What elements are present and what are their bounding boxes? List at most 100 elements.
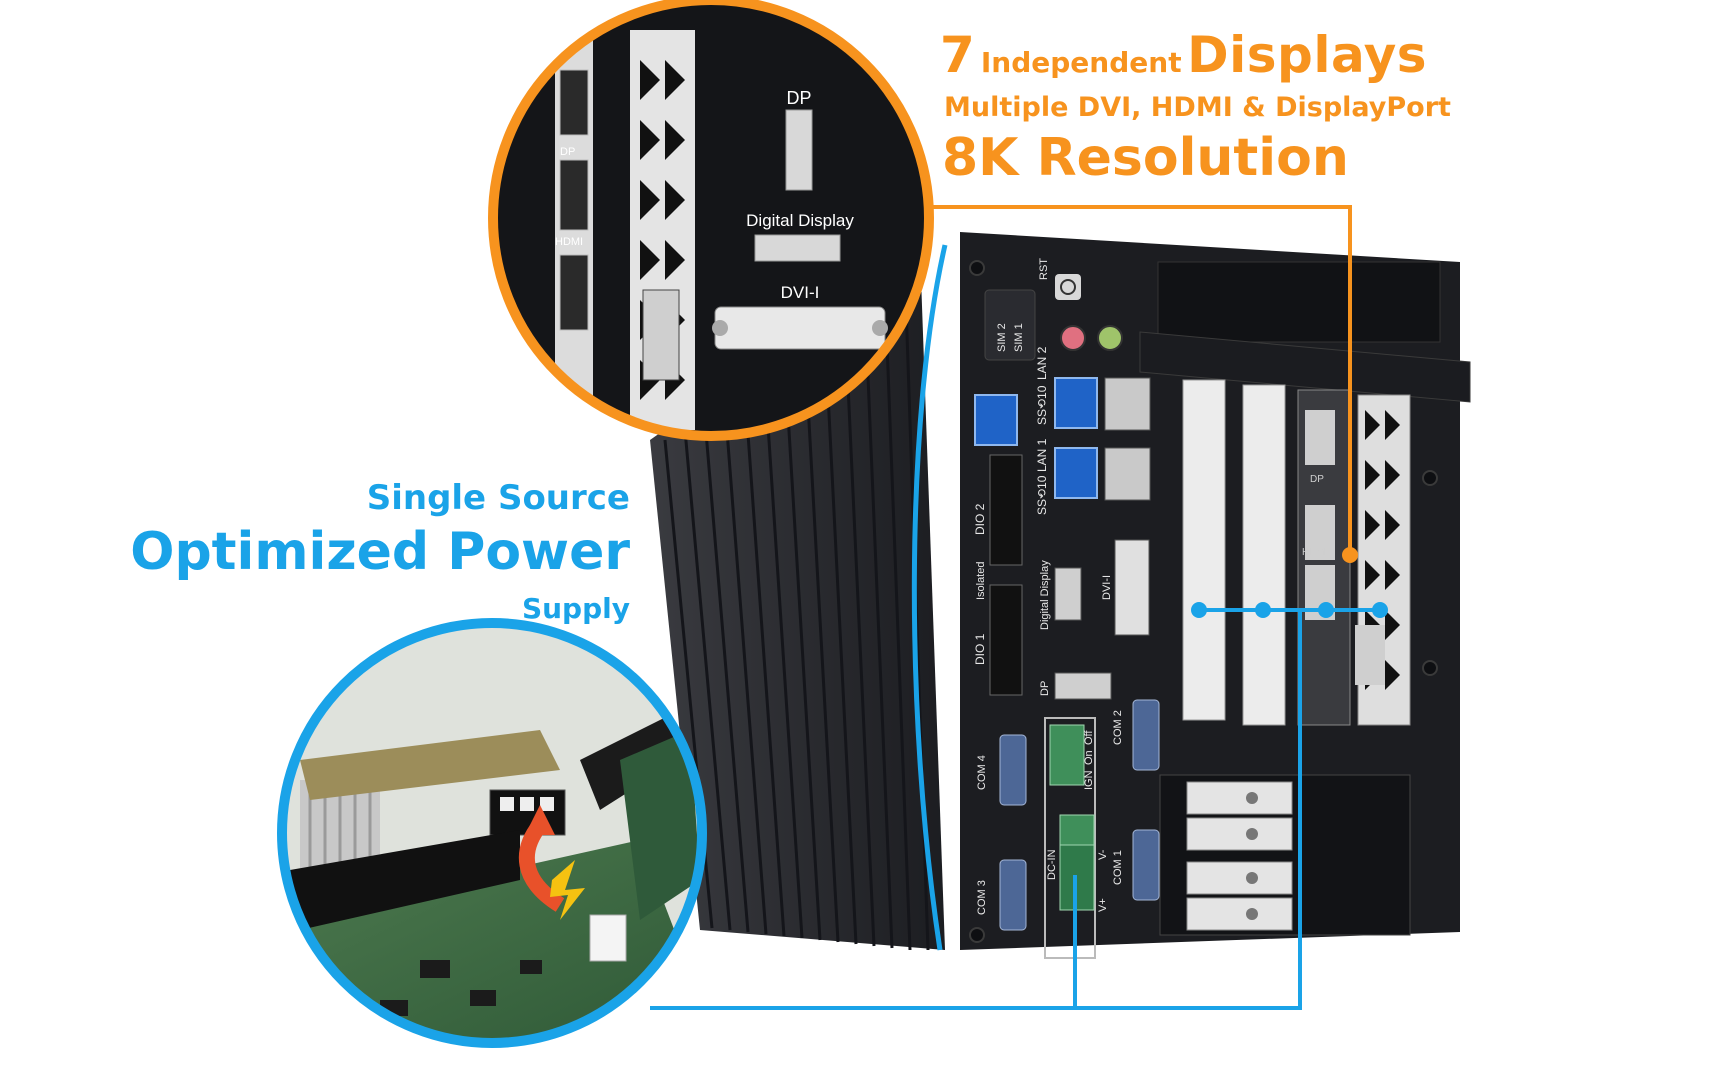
sim-tray bbox=[984, 289, 1036, 361]
zoom-dvi-screw bbox=[872, 320, 888, 336]
dp-port bbox=[1054, 672, 1112, 700]
dio-area: DIO 2 DIO 1 Isolated bbox=[973, 454, 1023, 696]
label-digital-display: Digital Display bbox=[1039, 560, 1051, 630]
usb-port bbox=[1054, 377, 1098, 429]
dc-in-terminal-top bbox=[1059, 814, 1095, 846]
label-card-dp: DP bbox=[1310, 474, 1324, 485]
lan-port-1 bbox=[1104, 447, 1151, 501]
label-dc-in: DC-IN bbox=[1046, 849, 1058, 880]
label-com2: COM 2 bbox=[1112, 710, 1124, 745]
dio-2-connector bbox=[989, 454, 1023, 566]
label-dp: DP bbox=[1039, 681, 1051, 696]
ign-terminal-block bbox=[1049, 724, 1085, 786]
zoom-lightning-icon bbox=[550, 860, 585, 920]
zoom-power-arrow-head bbox=[525, 805, 555, 835]
label-dio1: DIO 1 bbox=[973, 633, 987, 665]
zoom-dp-label: DP bbox=[786, 88, 811, 108]
label-sim2: SIM 2 bbox=[996, 323, 1008, 352]
orange-zoom-ring bbox=[488, 0, 934, 441]
zoom-riser-card bbox=[620, 730, 700, 920]
card-retention-bracket bbox=[1139, 331, 1471, 403]
label-isolated: Isolated bbox=[975, 561, 987, 600]
label-card-hdmi: HDMI bbox=[1302, 547, 1328, 558]
lan-port-2 bbox=[1104, 377, 1151, 431]
com-4-port bbox=[999, 734, 1027, 806]
digital-display-port bbox=[1054, 567, 1082, 621]
zoom-motherboard bbox=[282, 840, 702, 1043]
drive-bay-area bbox=[1159, 774, 1411, 936]
drive-tray bbox=[1186, 781, 1293, 815]
zoom-card-dp-label: DP bbox=[560, 146, 575, 158]
label-com3: COM 3 bbox=[976, 880, 988, 915]
gpu-hdmi-port bbox=[1305, 505, 1335, 560]
zoom-digital-display-port bbox=[754, 234, 841, 262]
zoom-dvi-port bbox=[714, 306, 886, 350]
blue-zoom-ring bbox=[277, 618, 707, 1048]
power-terminal-frame bbox=[1044, 717, 1096, 959]
headline-count: 7 bbox=[940, 26, 976, 84]
dio-1-connector bbox=[989, 584, 1023, 696]
dvi-port bbox=[1114, 539, 1150, 636]
orange-callout-dot bbox=[1342, 547, 1358, 563]
gpu-dp-port bbox=[1355, 625, 1385, 685]
label-com1: COM 1 bbox=[1112, 850, 1124, 885]
power-zoom-callout bbox=[277, 618, 707, 1048]
zoom-power-connector bbox=[489, 789, 566, 836]
label-rst: RST bbox=[1038, 258, 1050, 280]
onboard-video-area: Digital Display DVI-I DP bbox=[1039, 539, 1150, 700]
top-io-area: RST SIM 2 SIM 1 bbox=[984, 258, 1123, 361]
zoom-upper-pcb bbox=[300, 730, 560, 800]
zoom-hdmi-port bbox=[559, 159, 589, 231]
slot-cover bbox=[1242, 384, 1286, 726]
drive-tray-locks bbox=[1246, 792, 1258, 920]
headline-displays-word: Displays bbox=[1187, 26, 1428, 84]
com-1-port bbox=[1132, 829, 1160, 901]
label-com4: COM 4 bbox=[976, 755, 988, 790]
display-zoom-callout: DP HDMI DP Digital Display DVI-I bbox=[488, 0, 934, 441]
power-input-area: IGN On Off DC-IN V- V+ bbox=[1044, 717, 1109, 959]
zoom-white-connector bbox=[589, 914, 627, 962]
com-2-port bbox=[1132, 699, 1160, 771]
label-dvi: DVI-I bbox=[1101, 575, 1113, 600]
slot-cover bbox=[1182, 379, 1226, 721]
usb-lan-area: SS⟲10 SS⟲10 LAN 2 LAN 1 bbox=[974, 346, 1151, 515]
gpu-dp-port bbox=[1305, 410, 1335, 465]
drive-tray bbox=[1186, 861, 1293, 895]
zoom-card-hdmi-label: HDMI bbox=[555, 236, 583, 248]
power-icon bbox=[1060, 279, 1076, 295]
power-button bbox=[1055, 274, 1081, 300]
zoom-dvi-label: DVI-I bbox=[781, 283, 820, 302]
zoom-dp-port bbox=[559, 69, 589, 136]
top-bay-cover bbox=[1157, 261, 1441, 343]
headline-resolution: 8K Resolution bbox=[942, 128, 1349, 188]
com-3-port bbox=[999, 859, 1027, 931]
blue-accent-stripe bbox=[911, 244, 948, 951]
label-ss10: SS⟲10 bbox=[1035, 385, 1049, 425]
zoom-dp-port bbox=[642, 289, 680, 381]
com-area: COM 4 COM 3 COM 2 COM 1 bbox=[976, 699, 1160, 931]
label-lan2: LAN 2 bbox=[1035, 346, 1049, 380]
zoom-black-tray bbox=[290, 830, 520, 930]
label-off: Off bbox=[1083, 730, 1095, 745]
panel-screws bbox=[969, 260, 1438, 943]
power-heading-line3: Supply bbox=[521, 592, 630, 625]
audio-mic-jack bbox=[1060, 325, 1086, 351]
orange-callout-line bbox=[930, 205, 1352, 555]
zoom-digital-display-label: Digital Display bbox=[746, 211, 854, 230]
headline-ports-line: Multiple DVI, HDMI & DisplayPort bbox=[944, 92, 1451, 123]
blue-callout-dots bbox=[1191, 602, 1388, 618]
drive-tray bbox=[1186, 817, 1293, 851]
usb-port bbox=[974, 394, 1018, 446]
headline-independent: Independent bbox=[980, 46, 1182, 79]
zoom-dp-port bbox=[559, 254, 589, 331]
label-sim1: SIM 1 bbox=[1013, 323, 1025, 352]
label-ign: IGN bbox=[1083, 770, 1095, 790]
label-v-minus: V- bbox=[1097, 849, 1109, 860]
power-heading-line2: Optimized Power bbox=[130, 522, 630, 582]
label-on: On bbox=[1083, 750, 1095, 765]
callout-lines bbox=[650, 205, 1388, 1010]
audio-line-out-jack bbox=[1097, 325, 1123, 351]
zoom-dp-port-main bbox=[785, 109, 813, 191]
